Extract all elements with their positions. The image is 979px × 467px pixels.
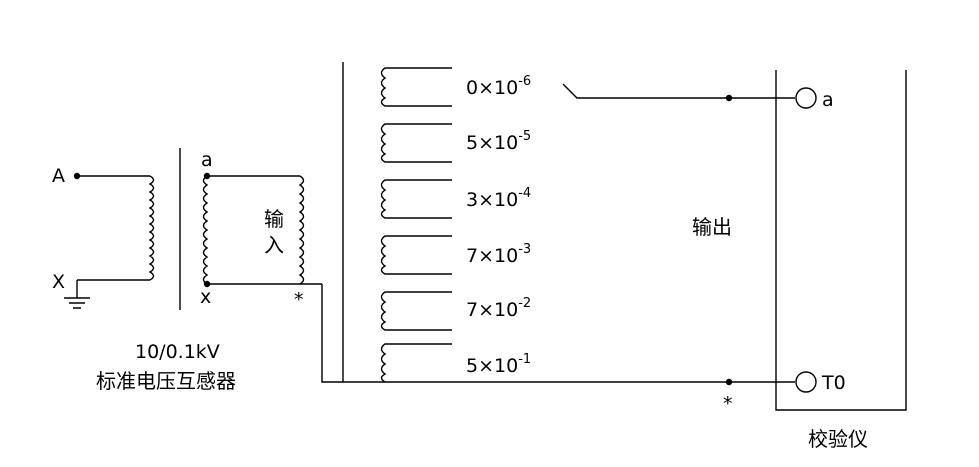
terminal-X-label: X [52, 271, 65, 293]
tap-label: 7×10-3 [466, 242, 531, 267]
calibrator-box [775, 70, 907, 411]
tap-mantissa: 5 [466, 355, 478, 377]
calibrator-terminal-a[interactable] [795, 87, 817, 109]
tap-mantissa: 5 [466, 132, 478, 154]
tap-times-sign: × [478, 245, 494, 267]
tap-mantissa: 3 [466, 189, 478, 211]
primary-winding [64, 172, 155, 309]
tap-exponent: -1 [518, 352, 531, 367]
tap-base: 10 [494, 355, 518, 377]
tap-times-sign: × [478, 132, 494, 154]
junction-dot-top [725, 94, 733, 102]
divider-tap-labels: 0×10-65×10-53×10-47×10-37×10-25×10-1 [466, 74, 531, 377]
calibrator-terminal-T0-label: T0 [821, 372, 846, 394]
tap-times-sign: × [478, 77, 494, 99]
terminal-a-label: a [201, 149, 213, 171]
tap-mantissa: 7 [466, 245, 478, 267]
tap-base: 10 [494, 132, 518, 154]
calibrator-terminal-a-label: a [822, 89, 834, 111]
divider-coil [380, 123, 452, 163]
junction-dot-bottom [725, 378, 733, 386]
tap-mantissa: 7 [466, 299, 478, 321]
ground-icon [64, 297, 90, 309]
tap-base: 10 [494, 189, 518, 211]
common-wire [321, 284, 795, 383]
tap-exponent: -2 [518, 296, 531, 311]
tap-switch-wire [562, 83, 795, 99]
calibrator-name: 校验仪 [808, 427, 868, 451]
input-label-char-1: 输 [264, 207, 284, 231]
secondary-winding [202, 172, 322, 288]
divider-coil [380, 179, 452, 219]
tap-base: 10 [494, 245, 518, 267]
transformer-rating: 10/0.1kV [135, 341, 220, 363]
tap-mantissa: 0 [466, 77, 478, 99]
polarity-mark-calibrator: * [723, 393, 733, 415]
terminal-x-label: x [200, 286, 211, 308]
polarity-mark-secondary: * [294, 289, 304, 311]
divider-coil [380, 343, 452, 383]
calibrator-terminal-T0[interactable] [795, 371, 817, 393]
tap-exponent: -6 [518, 74, 531, 89]
tap-exponent: -3 [518, 242, 531, 257]
output-label: 输出 [692, 215, 732, 239]
divider-coils [380, 67, 452, 383]
divider-coil [380, 291, 452, 331]
tap-label: 5×10-5 [466, 129, 531, 154]
transformer-name: 标准电压互感器 [96, 369, 236, 393]
tap-times-sign: × [478, 355, 494, 377]
input-label-char-2: 入 [264, 233, 284, 257]
tap-label: 0×10-6 [466, 74, 531, 99]
tap-label: 5×10-1 [466, 352, 531, 377]
tap-exponent: -4 [518, 186, 531, 201]
divider-coil [380, 235, 452, 275]
divider-coil [380, 67, 452, 107]
tap-times-sign: × [478, 299, 494, 321]
tap-exponent: -5 [518, 129, 531, 144]
terminal-A-label: A [52, 165, 65, 187]
tap-base: 10 [494, 77, 518, 99]
tap-base: 10 [494, 299, 518, 321]
tap-times-sign: × [478, 189, 494, 211]
tap-label: 3×10-4 [466, 186, 531, 211]
tap-label: 7×10-2 [466, 296, 531, 321]
